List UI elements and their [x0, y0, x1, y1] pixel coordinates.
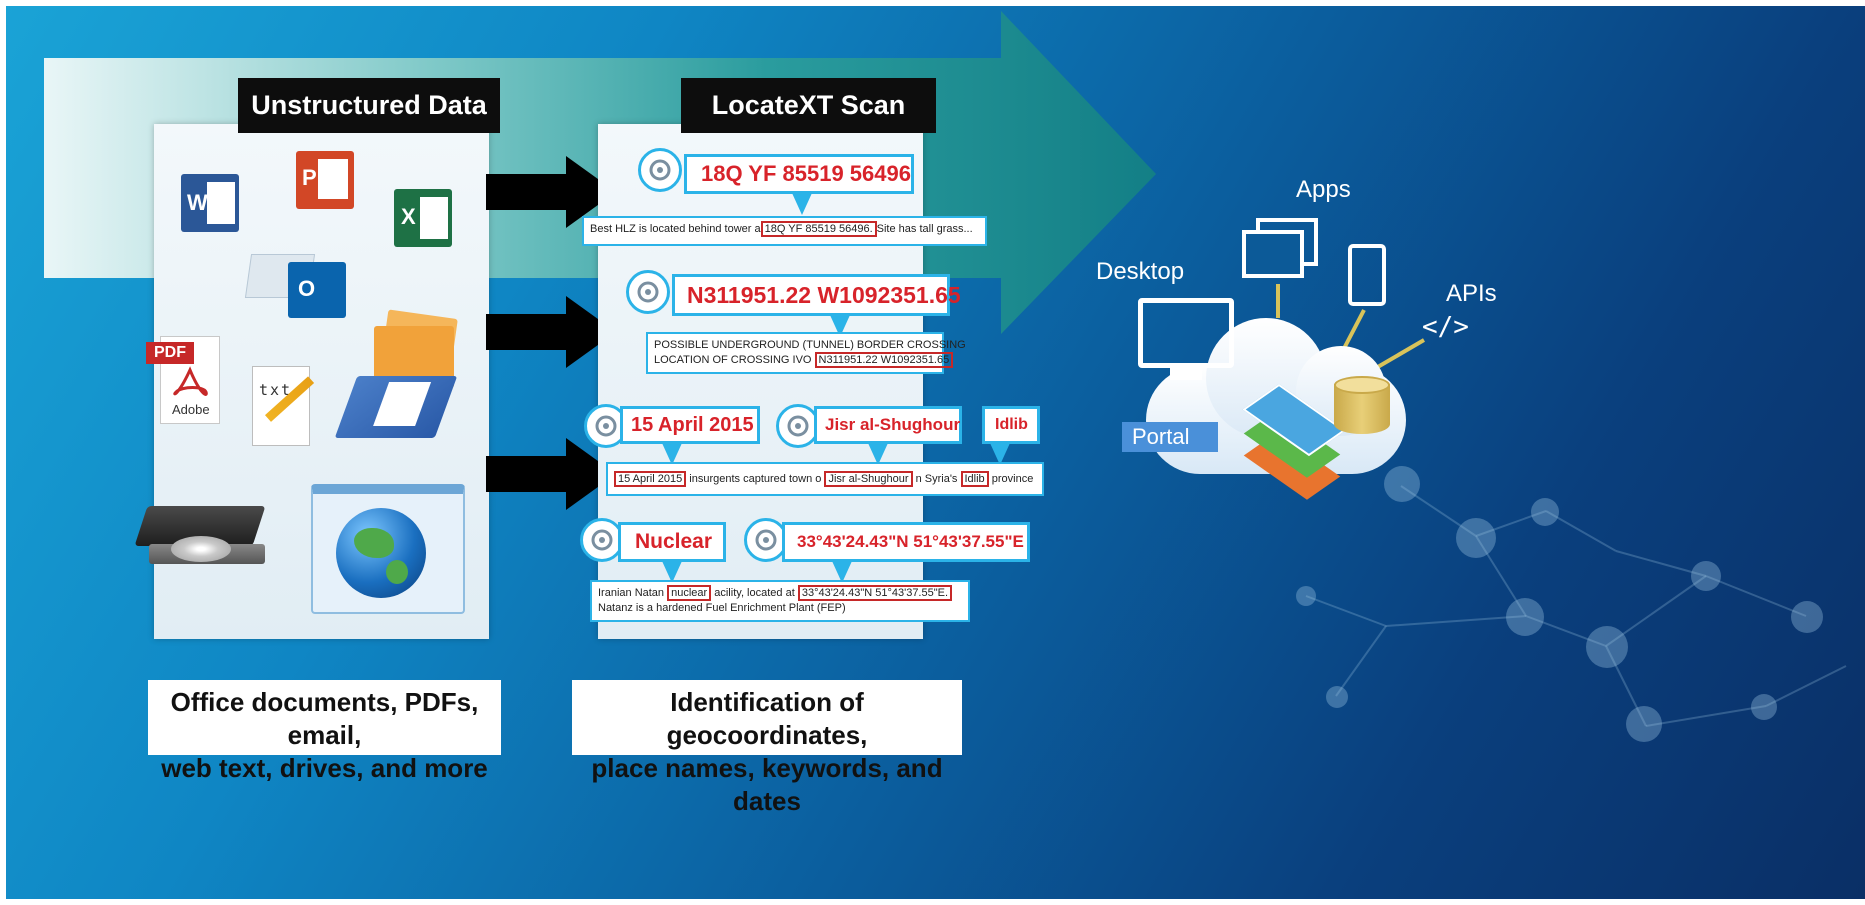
- apps-window-icon: [1242, 218, 1320, 278]
- callout-pointer: [990, 443, 1010, 465]
- network-node: [1326, 686, 1348, 708]
- target-icon: [626, 270, 670, 314]
- arrow-3: [486, 438, 616, 510]
- desktop-label: Desktop: [1096, 258, 1185, 285]
- powerpoint-icon: P: [296, 151, 354, 209]
- scan-caption: Identification of geocoordinates,place n…: [572, 680, 962, 816]
- coords-callout: 33°43'24.43"N 51°43'37.55"E: [782, 522, 1030, 562]
- network-node: [1531, 498, 1559, 526]
- keyword-callout: Nuclear: [618, 522, 726, 562]
- network-node: [1626, 706, 1662, 742]
- network-node: [1691, 561, 1721, 591]
- network-node: [1791, 601, 1823, 633]
- desktop-monitor-icon: [1138, 298, 1234, 368]
- network-node: [1384, 466, 1420, 502]
- arrow-1: [486, 156, 616, 228]
- database-icon: [1334, 376, 1390, 438]
- monitor-stand: [1170, 368, 1202, 380]
- code-brackets-icon: </>: [1422, 312, 1469, 342]
- portal-label: Portal: [1122, 422, 1218, 452]
- callout-pointer: [830, 315, 850, 337]
- word-icon: W: [181, 174, 239, 232]
- mgrs-callout: 18Q YF 85519 56496: [684, 154, 914, 194]
- sentence-dms: POSSIBLE UNDERGROUND (TUNNEL) BORDER CRO…: [646, 332, 966, 374]
- callout-pointer: [792, 193, 812, 215]
- outlook-icon: O: [288, 262, 346, 318]
- sentence-syria: 15 April 2015 insurgents captured town o…: [606, 462, 1044, 496]
- network-node: [1586, 626, 1628, 668]
- diagram-canvas: Unstructured Data W P X O PDF Adobe txt: [6, 6, 1865, 899]
- unstructured-caption: Office documents, PDFs, email,web text, …: [148, 680, 501, 783]
- locatext-scan-header: LocateXT Scan: [681, 78, 936, 133]
- place-callout-idlib: Idlib: [982, 406, 1040, 444]
- callout-pointer: [868, 443, 888, 465]
- mobile-phone-icon: [1348, 244, 1386, 306]
- arrow-2: [486, 296, 616, 368]
- sentence-natanz: Iranian Natan nuclear acility, located a…: [590, 580, 970, 622]
- dms-callout: N311951.22 W1092351.65: [672, 274, 961, 316]
- target-icon: [580, 518, 624, 562]
- date-callout: 15 April 2015: [620, 406, 760, 444]
- callout-pointer: [832, 561, 852, 583]
- pdf-icon: PDF Adobe: [146, 336, 221, 426]
- disk-drive-icon: [134, 496, 269, 578]
- apis-label: APIs: [1446, 280, 1497, 307]
- callout-pointer: [662, 443, 682, 465]
- place-callout-jisr: Jisr al-Shughour: [814, 406, 962, 444]
- unstructured-data-header: Unstructured Data: [238, 78, 500, 133]
- network-node: [1296, 586, 1316, 606]
- target-icon: [744, 518, 788, 562]
- network-node: [1456, 518, 1496, 558]
- network-node: [1506, 598, 1544, 636]
- callout-pointer: [662, 561, 682, 583]
- apps-label: Apps: [1296, 176, 1351, 203]
- excel-icon: X: [394, 189, 452, 247]
- globe-icon: [336, 508, 426, 598]
- target-icon: [638, 148, 682, 192]
- network-node: [1751, 694, 1777, 720]
